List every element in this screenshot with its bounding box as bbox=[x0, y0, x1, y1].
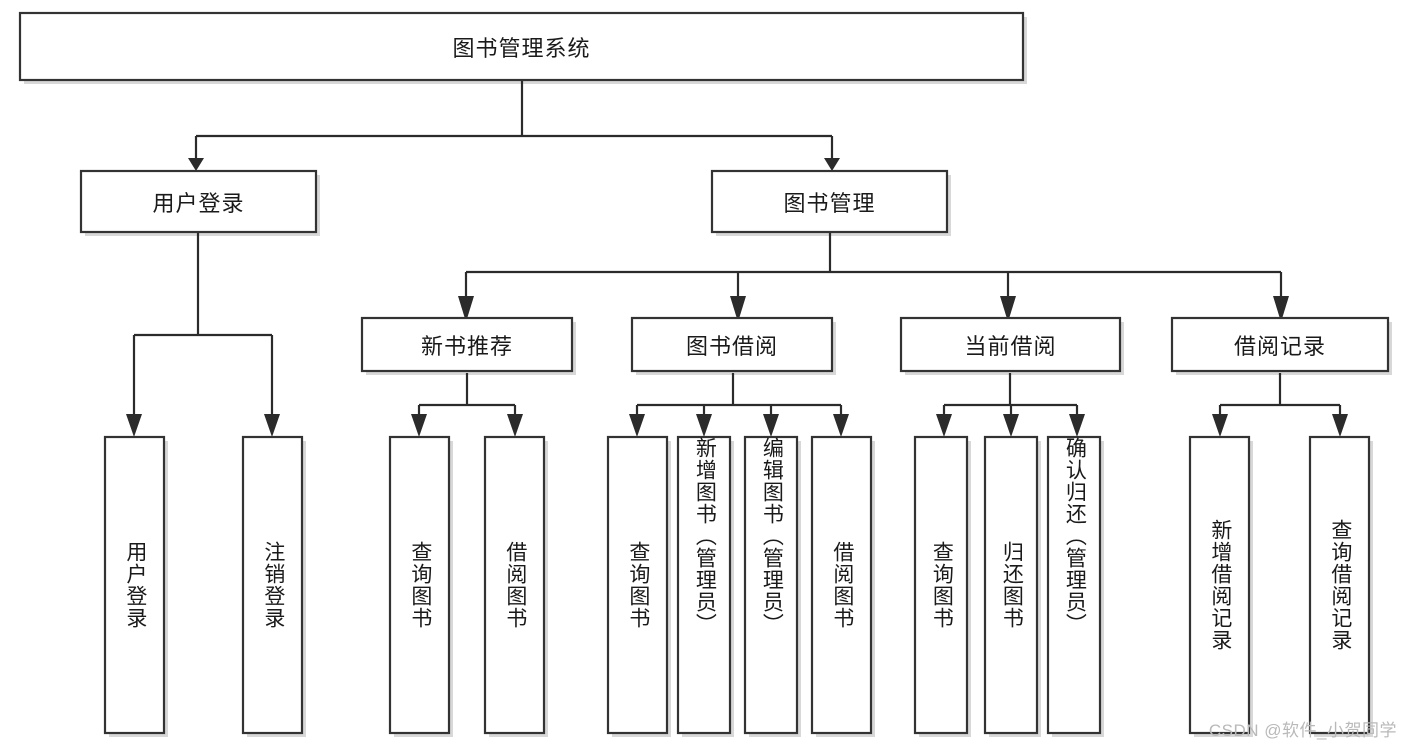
csdn-watermark: CSDN @软件_小贺同学 bbox=[1208, 721, 1397, 740]
node-leaf-5[interactable] bbox=[676, 435, 732, 735]
node-leaf-12[interactable] bbox=[1308, 435, 1371, 735]
connector-lines bbox=[132, 80, 1342, 414]
node-level3-2[interactable] bbox=[899, 316, 1122, 373]
node-leaf-0[interactable] bbox=[103, 435, 166, 735]
node-leaf-10[interactable] bbox=[1046, 435, 1102, 735]
node-leaf-9[interactable] bbox=[983, 435, 1039, 735]
node-level3-0[interactable] bbox=[360, 316, 574, 373]
node-leaf-3[interactable] bbox=[483, 435, 546, 735]
node-leaf-2[interactable] bbox=[388, 435, 451, 735]
node-level3-1[interactable] bbox=[630, 316, 834, 373]
arrow-heads bbox=[126, 158, 1348, 437]
node-leaf-1[interactable] bbox=[241, 435, 304, 735]
node-leaf-4[interactable] bbox=[606, 435, 669, 735]
node-level3-3[interactable] bbox=[1170, 316, 1390, 373]
node-leaf-7[interactable] bbox=[810, 435, 873, 735]
node-root[interactable] bbox=[18, 11, 1025, 82]
node-boxes bbox=[18, 11, 1390, 735]
node-leaf-6[interactable] bbox=[743, 435, 799, 735]
node-leaf-11[interactable] bbox=[1188, 435, 1251, 735]
node-level2-0[interactable] bbox=[79, 169, 318, 234]
node-leaf-8[interactable] bbox=[913, 435, 969, 735]
node-level2-1[interactable] bbox=[710, 169, 949, 234]
